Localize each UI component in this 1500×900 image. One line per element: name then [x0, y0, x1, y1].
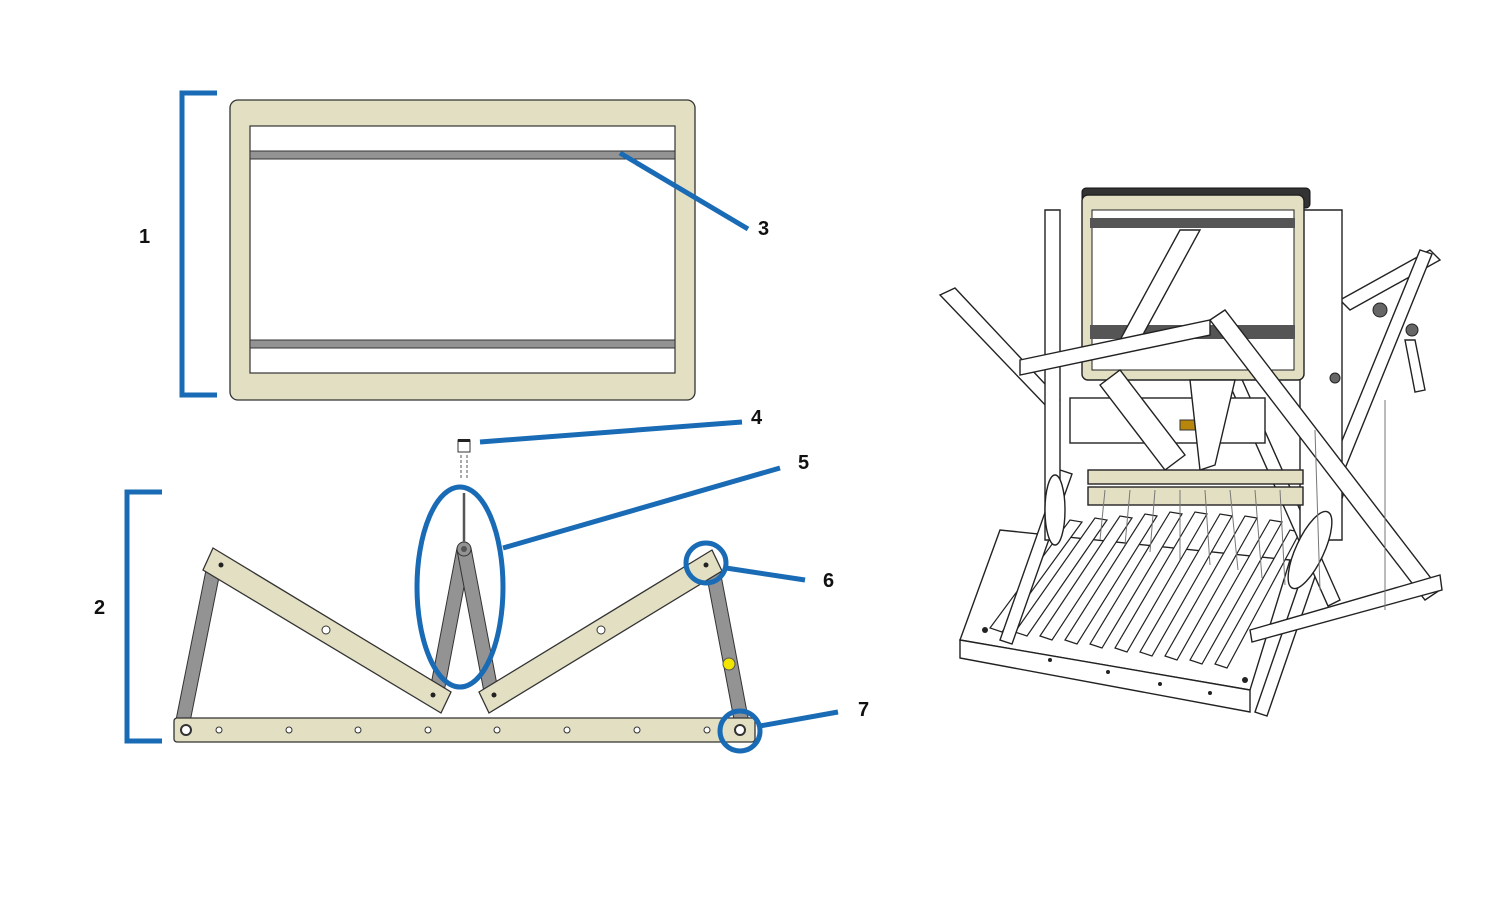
label-3: 3 — [758, 218, 769, 240]
label-2: 2 — [94, 597, 105, 619]
right-leg — [705, 569, 751, 731]
label-4: 4 — [751, 407, 763, 429]
heddle-bar-top — [249, 150, 676, 160]
leader-5 — [502, 465, 781, 551]
assembled-loom — [938, 187, 1443, 717]
base-bar — [173, 717, 756, 743]
nut-icon — [457, 439, 471, 478]
label-1: 1 — [139, 226, 150, 248]
heddle-bar-bottom — [249, 339, 676, 349]
label-7: 7 — [858, 699, 869, 721]
bracket-2 — [124, 489, 162, 744]
yellow-marker — [722, 657, 736, 671]
stand-assembly — [173, 439, 756, 743]
center-leg-right — [456, 547, 499, 693]
leader-7 — [759, 709, 839, 729]
callout-6 — [683, 540, 729, 586]
callout-5 — [414, 484, 506, 690]
label-6: 6 — [823, 570, 834, 592]
shaft-frame — [229, 99, 696, 401]
label-5: 5 — [798, 452, 809, 474]
callout-7 — [717, 708, 763, 754]
bracket-1 — [179, 90, 217, 398]
leader-3 — [618, 150, 750, 232]
leader-6 — [725, 565, 806, 583]
leader-4 — [479, 419, 743, 445]
left-leg — [175, 559, 223, 723]
